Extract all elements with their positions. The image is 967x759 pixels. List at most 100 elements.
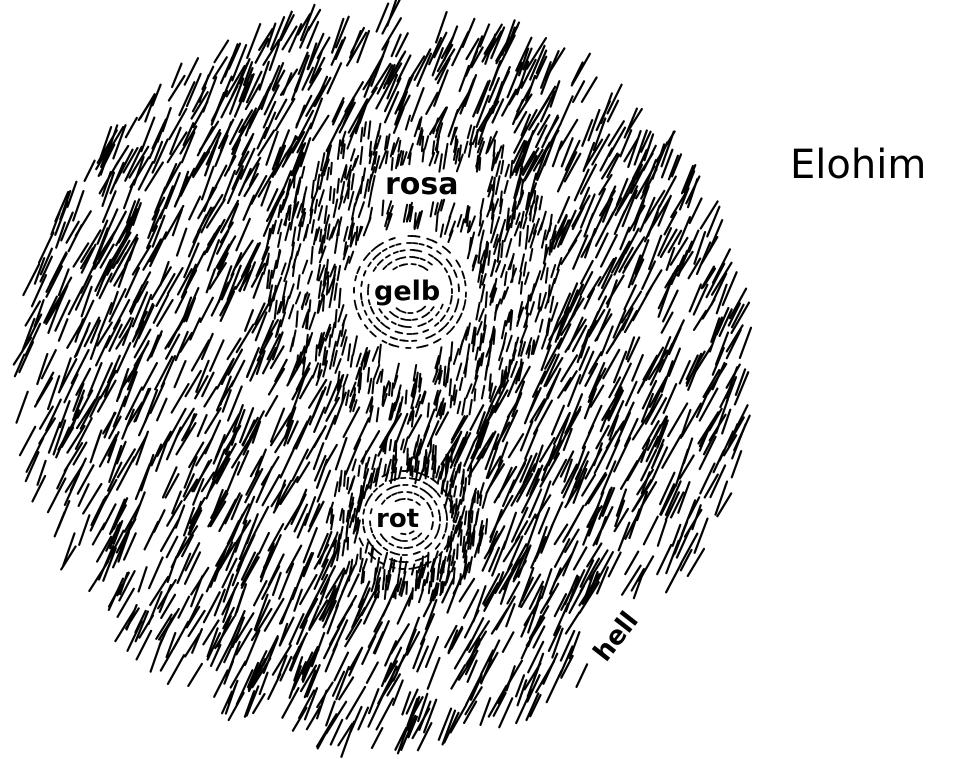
hatch-ring-gelb <box>422 307 425 310</box>
hatch-stroke-outer <box>402 692 410 714</box>
hatch-stroke-outer <box>55 512 65 536</box>
hatch-stroke-rosa <box>486 292 487 307</box>
hatch-stroke-outer <box>350 649 361 669</box>
hatch-ring-gelb <box>413 319 417 320</box>
hatch-stroke-outer <box>588 277 600 297</box>
hatch-stroke-rosa <box>296 292 300 303</box>
hatch-stroke-outer <box>229 521 239 541</box>
hatch-ring-rot <box>409 568 413 569</box>
hatch-stroke-rosa <box>439 347 442 364</box>
hatch-stroke-lower <box>478 491 479 503</box>
hatch-stroke-lower <box>399 467 401 477</box>
hatch-stroke-outer <box>489 686 507 717</box>
hatch-stroke-lower <box>433 569 434 582</box>
hatch-ring-rot <box>392 472 396 473</box>
hatch-stroke-outer <box>633 287 651 320</box>
hatch-stroke-rosa <box>344 375 348 387</box>
hatch-stroke-rosa <box>338 140 340 159</box>
hatch-ring-gelb <box>434 341 438 343</box>
hatch-stroke-outer <box>17 392 28 423</box>
hatch-stroke-rosa <box>458 402 461 413</box>
hatch-stroke-rosa <box>481 231 484 245</box>
hatch-stroke-outer <box>214 670 227 696</box>
hatch-stroke-outer <box>149 558 163 589</box>
hatch-stroke-outer <box>473 82 488 117</box>
hatch-ring-gelb <box>377 253 380 256</box>
hatch-stroke-lower <box>420 440 421 454</box>
hatch-stroke-outer <box>259 533 269 553</box>
hatch-stroke-rosa <box>550 279 555 295</box>
hatch-stroke-outer <box>499 443 507 466</box>
hatch-stroke-rosa <box>479 158 480 170</box>
hatch-stroke-outer <box>569 230 581 250</box>
hatch-stroke-rosa <box>273 261 277 278</box>
hatch-stroke-outer <box>134 272 150 302</box>
hatch-ring-gelb <box>385 316 388 319</box>
hatch-stroke-rosa <box>481 199 484 213</box>
hatch-stroke-outer <box>367 663 378 683</box>
hatch-stroke-rosa <box>337 331 340 346</box>
hatch-ring-gelb <box>368 263 371 267</box>
hatch-stroke-lower <box>395 587 396 598</box>
hatch-stroke-outer <box>621 403 634 430</box>
hatch-ring-rot <box>371 528 372 532</box>
hatch-ring-rot <box>438 493 441 497</box>
hatch-ring-rot <box>387 496 391 499</box>
hatch-ring-gelb <box>429 319 433 322</box>
hatch-stroke-rosa <box>380 151 386 168</box>
hatch-ring-rot <box>425 491 429 494</box>
hatch-stroke-outer <box>662 361 673 391</box>
hatch-stroke-outer <box>109 585 121 607</box>
hatch-stroke-outer <box>266 396 277 416</box>
hatch-ring-gelb <box>355 276 356 280</box>
hatch-stroke-rosa <box>361 128 362 141</box>
hatch-ring-rot <box>390 487 394 489</box>
hatch-stroke-rosa <box>436 213 438 231</box>
gelb-label: gelb <box>374 276 440 307</box>
hatch-stroke-outer <box>481 698 491 725</box>
hatch-stroke-lower <box>419 590 423 603</box>
hatch-stroke-outer <box>561 96 572 121</box>
hatch-stroke-rosa <box>339 222 340 236</box>
hatch-stroke-outer <box>210 340 223 370</box>
hatch-stroke-rosa <box>306 225 309 238</box>
hatch-ring-gelb <box>434 258 438 261</box>
hatch-stroke-outer <box>559 120 577 150</box>
hatch-stroke-rosa <box>309 313 315 330</box>
hatch-ring-gelb <box>382 332 386 334</box>
hatch-ring-rot <box>365 502 367 506</box>
hatch-stroke-outer <box>589 406 602 433</box>
hatch-ring-gelb <box>355 301 356 305</box>
hatch-ring-rot <box>395 485 399 486</box>
hatch-ring-gelb <box>436 312 439 315</box>
hatch-stroke-rosa <box>311 247 312 264</box>
hatch-stroke-outer <box>139 567 147 591</box>
hatch-stroke-lower <box>339 477 340 491</box>
hatch-ring-rot <box>392 493 396 495</box>
hatch-stroke-rosa <box>313 363 318 377</box>
hatch-ring-gelb <box>455 307 457 311</box>
hatch-stroke-rosa <box>457 364 462 381</box>
hatch-ring-rot <box>415 567 419 568</box>
hatch-stroke-rosa <box>414 365 417 381</box>
hatch-stroke-rosa <box>267 254 269 265</box>
hatch-ring-gelb <box>368 285 369 289</box>
rot-label: rot <box>376 504 419 534</box>
hatch-stroke-rosa <box>451 396 452 407</box>
hatch-stroke-rosa <box>331 163 332 174</box>
hatch-stroke-rosa <box>450 379 451 395</box>
hatch-stroke-lower <box>434 589 435 600</box>
hatch-ring-gelb <box>402 311 406 312</box>
hatch-stroke-rosa <box>339 289 341 308</box>
hatch-ring-gelb <box>417 251 421 252</box>
hatch-stroke-rosa <box>373 381 374 393</box>
hatch-stroke-rosa <box>470 238 471 250</box>
hatch-ring-rot <box>432 525 433 529</box>
hatch-stroke-outer <box>601 149 613 171</box>
hatch-stroke-outer <box>689 231 698 252</box>
hatch-stroke-lower <box>335 482 338 496</box>
hatch-stroke-rosa <box>369 208 372 222</box>
hatch-ring-gelb <box>379 309 381 313</box>
hatch-stroke-outer <box>687 354 701 386</box>
